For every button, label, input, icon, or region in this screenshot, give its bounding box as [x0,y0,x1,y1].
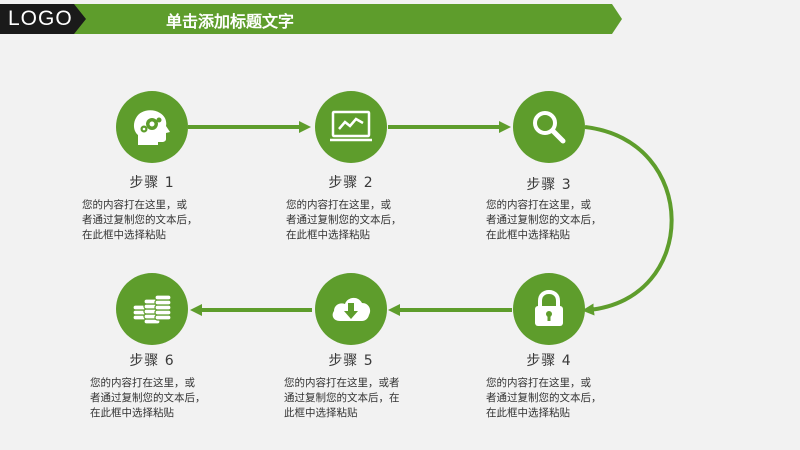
step-3-description: 您的内容打在这里，或 者通过复制您的文本后， 在此框中选择粘贴 [486,199,602,241]
step-2-label: 步骤 2 [328,175,374,191]
step-3-label: 步骤 3 [526,177,572,193]
step-1-label: 步骤 1 [129,175,175,191]
header-banner: LOGO 单击添加标题文字 [0,4,622,34]
step-5-description: 您的内容打在这里，或者 通过复制您的文本后，在 此框中选择粘贴 [284,377,400,419]
step-5-circle [315,273,387,345]
coin-stack-icon [132,294,172,325]
padlock-icon [535,289,563,326]
step-1-circle [116,91,188,163]
step-1-description: 您的内容打在这里，或 者通过复制您的文本后， 在此框中选择粘贴 [82,199,198,241]
step-6-description: 您的内容打在这里，或 者通过复制您的文本后， 在此框中选择粘贴 [90,377,206,419]
step-3-circle [513,91,585,163]
step-4-circle [513,273,585,345]
step-6-label: 步骤 6 [129,353,175,369]
step-5-label: 步骤 5 [328,353,374,369]
step-2-circle [315,91,387,163]
step-4-description: 您的内容打在这里，或 者通过复制您的文本后， 在此框中选择粘贴 [486,377,602,419]
head-gears-icon [133,110,170,145]
magnifier-icon [533,111,566,144]
arrow-3-to-4 [582,125,674,316]
page-title: 单击添加标题文字 [166,12,295,31]
step-4-label: 步骤 4 [526,353,572,369]
cloud-download-icon [332,297,371,321]
step-2-description: 您的内容打在这里，或 者通过复制您的文本后， 在此框中选择粘贴 [286,199,402,241]
line-chart-monitor-icon [330,110,372,142]
step-6-circle [116,273,188,345]
header-shape [0,4,622,34]
logo: LOGO [8,7,73,30]
